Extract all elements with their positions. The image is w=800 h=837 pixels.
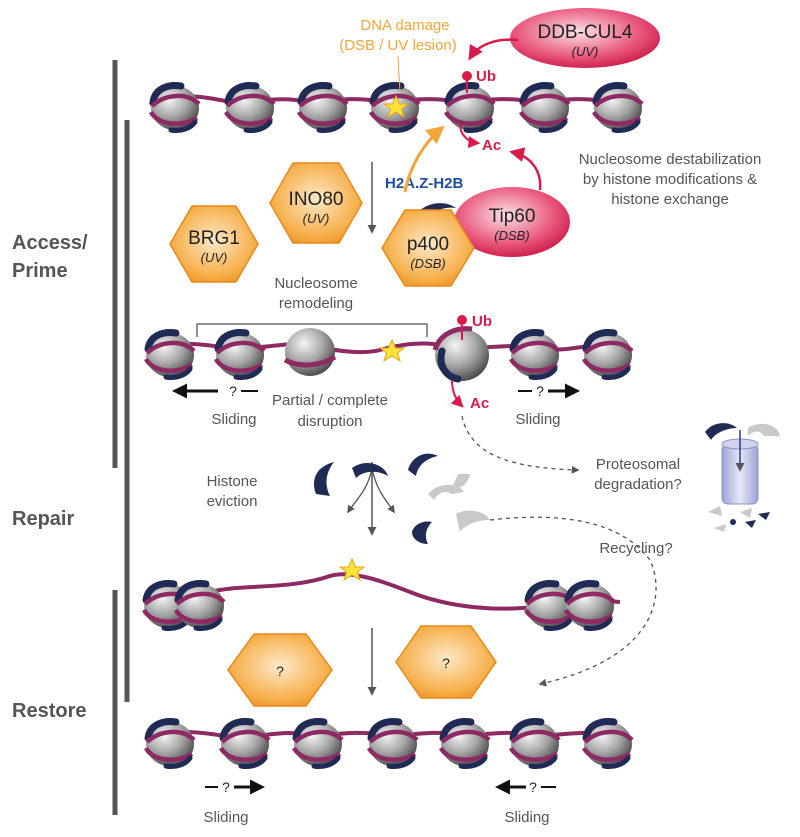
nucleosome (518, 82, 571, 133)
nucleosome (443, 82, 496, 133)
damage-label-line2: (DSB / UV lesion) (339, 37, 457, 54)
proteosomal-line1: Proteosomal (596, 456, 680, 473)
nucleosome (143, 718, 196, 769)
eviction-arrow-left (347, 467, 373, 514)
stage-repair: Repair (12, 508, 74, 530)
disruption-line2: disruption (297, 413, 362, 430)
recycling-arrow (489, 516, 657, 687)
ub-label-2: Ub (472, 313, 492, 330)
slide-question-3: ? (222, 779, 230, 795)
chromatin-row-3 (141, 572, 621, 631)
stage-access: Access/ (12, 232, 88, 254)
eviction-arrow-right (371, 467, 395, 514)
modified-nucleosome (432, 326, 489, 383)
damage-star-icon-2 (378, 338, 406, 363)
tip60-arrow (509, 147, 542, 191)
ddb-cul4-name: DDB-CUL4 (537, 22, 632, 43)
nucleosome (173, 580, 226, 631)
ddb-cul4-sub: (UV) (572, 44, 599, 59)
disruption-line1: Partial / complete (272, 392, 388, 409)
slide-question-2: ? (536, 383, 544, 399)
stage-restore: Restore (12, 700, 86, 722)
destab-line1: Nucleosome destabilization (579, 151, 762, 168)
eviction-line2: eviction (207, 493, 258, 510)
proteasome-icon (705, 423, 780, 532)
nucleosome (291, 718, 344, 769)
destab-line3: histone exchange (611, 191, 729, 208)
nucleosome (148, 82, 201, 133)
tip60-sub: (DSB) (494, 228, 529, 243)
unknown-complex-right: ? (395, 625, 497, 699)
stage-prime: Prime (12, 260, 68, 282)
nucleosome (508, 329, 561, 380)
tip60-name: Tip60 (489, 206, 536, 227)
nucleosome (563, 580, 616, 631)
nucleosome (438, 718, 491, 769)
p400-sub: (DSB) (410, 256, 445, 271)
nucleosome (223, 82, 276, 133)
ub-label-1: Ub (476, 68, 496, 85)
chromatin-row-4 (143, 718, 634, 769)
nucleosome (523, 580, 576, 631)
chromatin-row-2 (143, 326, 634, 383)
damage-pointer (397, 55, 401, 93)
ub-dot-icon (462, 71, 472, 81)
remodeling-line1: Nucleosome (274, 275, 357, 292)
unknown-complex-left: ? (227, 633, 333, 707)
damage-star-icon (382, 94, 410, 119)
nucleosome (218, 718, 271, 769)
eviction-line1: Histone (207, 473, 258, 490)
ac-arrow-1 (459, 123, 481, 149)
unknown-right-label: ? (442, 655, 450, 671)
recycling-label: Recycling? (599, 540, 672, 557)
ac-arrow-2 (450, 379, 464, 408)
brg1-complex: BRG1 (UV) (169, 205, 259, 283)
damage-star-icon-3 (338, 557, 366, 582)
slide-question-1: ? (229, 383, 237, 399)
slide-question-4: ? (529, 779, 537, 795)
to-proteosome-arrow (461, 415, 580, 474)
p400-complex: p400 (DSB) (381, 209, 475, 287)
ino80-sub: (UV) (303, 211, 330, 226)
sliding-label-1: Sliding (211, 411, 256, 428)
nucleosome (296, 82, 349, 133)
ino80-name: INO80 (289, 189, 344, 210)
tip60-complex: Tip60 (DSB) (454, 187, 570, 257)
ino80-complex: INO80 (UV) (269, 162, 363, 244)
nucleosome (213, 329, 266, 380)
exchange-arrow (403, 125, 445, 193)
nucleosome (366, 718, 419, 769)
destab-line2: by histone modifications & (583, 171, 757, 188)
brg1-sub: (UV) (201, 250, 228, 265)
ddb-cul4-complex: DDB-CUL4 (UV) (510, 8, 660, 68)
sliding-label-3: Sliding (203, 809, 248, 826)
unknown-left-label: ? (276, 663, 284, 679)
nucleosome (143, 329, 196, 380)
remodeling-bracket (196, 323, 428, 337)
ac-label-2: Ac (470, 395, 489, 412)
chromatin-row-1 (148, 82, 644, 133)
nucleosome (581, 329, 634, 380)
h2az-label: H2A.Z-H2B (385, 175, 464, 192)
sliding-label-2: Sliding (515, 411, 560, 428)
proteosomal-line2: degradation? (594, 476, 682, 493)
nucleosome (581, 718, 634, 769)
stage-brackets (112, 60, 130, 815)
damage-label-line1: DNA damage (360, 17, 449, 34)
ddb-arrow (468, 38, 519, 61)
brg1-name: BRG1 (188, 228, 240, 249)
nucleosome (508, 718, 561, 769)
sliding-label-4: Sliding (504, 809, 549, 826)
ub-dot-icon-2 (457, 315, 467, 325)
nucleosome (591, 82, 644, 133)
ac-label-1: Ac (482, 137, 501, 154)
remodeling-line2: remodeling (279, 295, 353, 312)
disrupted-nucleosome (283, 328, 337, 376)
p400-name: p400 (407, 234, 449, 255)
evicted-histones (314, 453, 490, 544)
